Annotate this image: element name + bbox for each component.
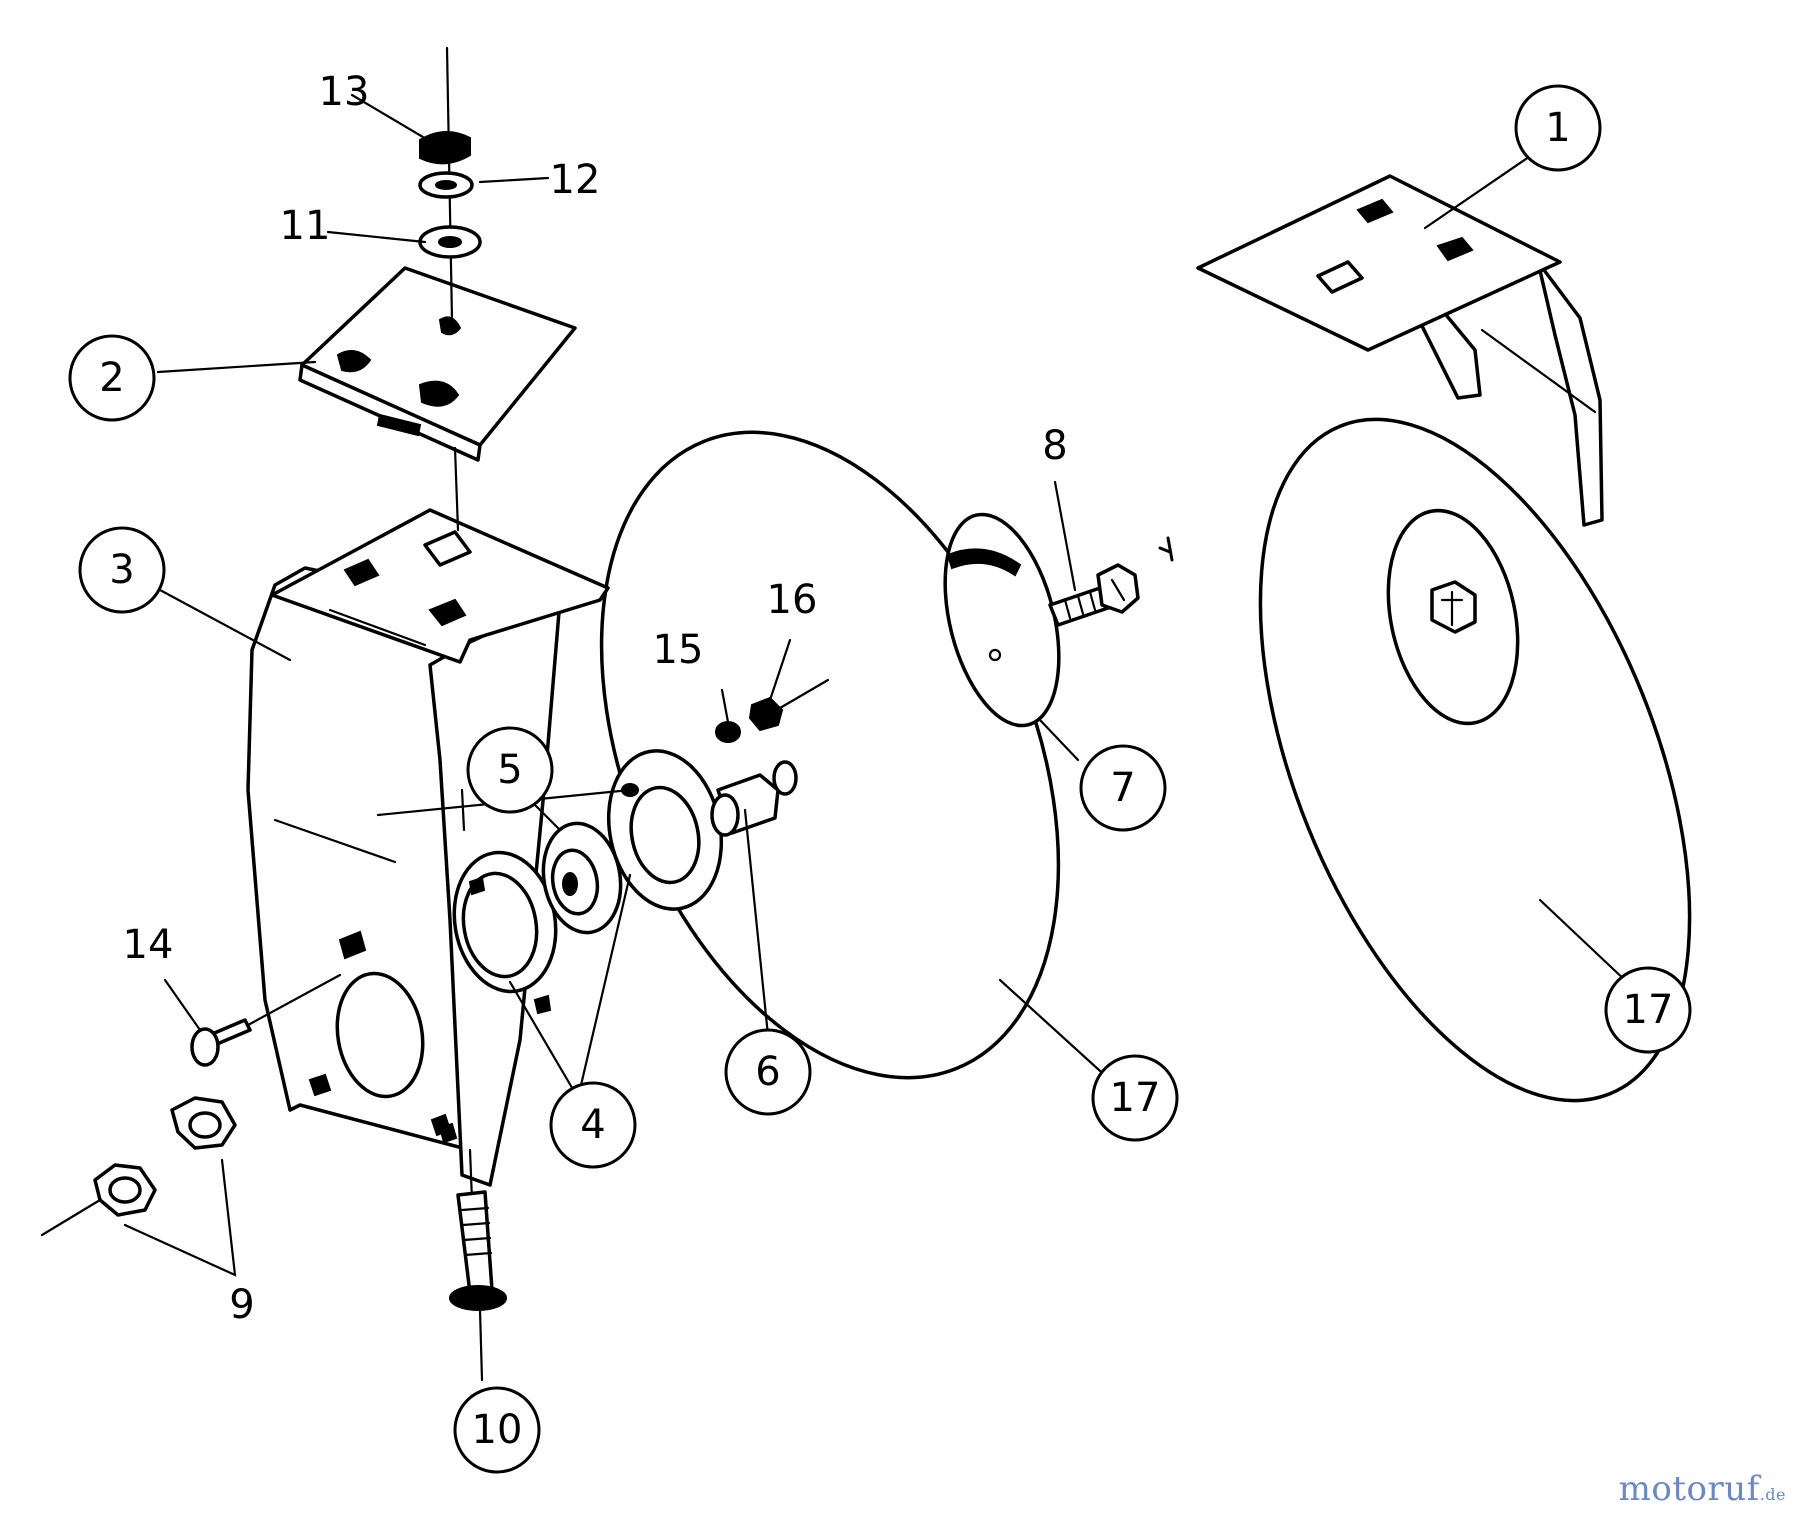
washer-15 xyxy=(715,721,741,743)
plate-2 xyxy=(298,266,577,462)
callout-label-1: 1 xyxy=(1545,105,1570,151)
nut-13 xyxy=(419,131,471,165)
callout-label-2: 2 xyxy=(99,355,124,401)
watermark-logo: motoruf.de xyxy=(1619,1469,1786,1509)
callout-label-7: 7 xyxy=(1110,765,1135,811)
leader-lines xyxy=(123,93,1648,1277)
callout-7: 7 xyxy=(1079,744,1167,832)
watermark-text: motoruf xyxy=(1618,1469,1760,1509)
hub-nut-hex xyxy=(1430,580,1477,634)
label-16: 16 xyxy=(767,577,818,623)
label-8: 8 xyxy=(1042,423,1067,469)
callout-5: 5 xyxy=(466,726,554,814)
callout-17-middle: 17 xyxy=(1091,1054,1179,1142)
middle-disc-assembly xyxy=(599,430,1140,1080)
small-hardware xyxy=(40,973,507,1382)
label-9: 9 xyxy=(229,1282,254,1328)
callout-2: 2 xyxy=(68,334,156,422)
label-14: 14 xyxy=(123,922,174,968)
callout-6: 6 xyxy=(724,1028,812,1116)
callout-label-5: 5 xyxy=(497,747,522,793)
bracket-1-slot xyxy=(1356,198,1394,224)
callout-10: 10 xyxy=(453,1386,541,1474)
callout-4: 4 xyxy=(549,1081,637,1169)
right-disc-assembly xyxy=(1158,174,1692,1103)
callout-17-right: 17 xyxy=(1604,966,1692,1054)
label-13: 13 xyxy=(319,69,370,115)
callout-1: 1 xyxy=(1514,84,1602,172)
callout-label-3: 3 xyxy=(109,547,134,593)
callout-label-4: 4 xyxy=(580,1102,605,1148)
callout-label-6: 6 xyxy=(755,1049,780,1095)
callout-3: 3 xyxy=(78,526,166,614)
callout-label-17-middle: 17 xyxy=(1110,1075,1161,1121)
label-15: 15 xyxy=(653,627,704,673)
label-12: 12 xyxy=(550,157,601,203)
bracket-3-top-plate xyxy=(270,508,610,664)
bracket-3-bearing-hole xyxy=(335,971,425,1099)
label-11: 11 xyxy=(280,203,331,249)
bolt-10-head xyxy=(449,1285,507,1311)
bracket-1-top-plate xyxy=(1196,174,1562,352)
callout-label-17-right: 17 xyxy=(1623,987,1674,1033)
fastener-stack xyxy=(418,131,482,259)
callout-label-10: 10 xyxy=(472,1407,523,1453)
disc-17-right xyxy=(1258,417,1692,1103)
watermark-domain: .de xyxy=(1759,1485,1786,1504)
bearing-parts xyxy=(452,678,830,1015)
